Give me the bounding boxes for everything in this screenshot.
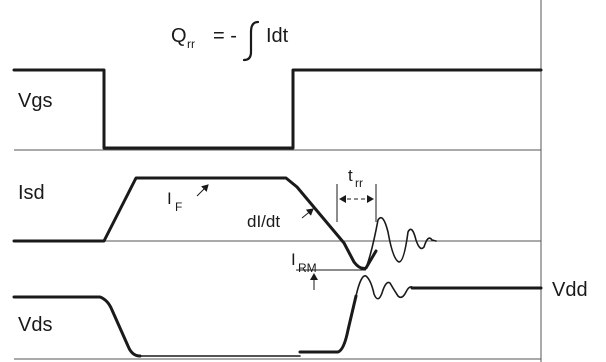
formula-q-subscript: rr [187, 37, 195, 51]
integral-icon [242, 20, 260, 62]
vds-ringing [355, 275, 413, 300]
formula-equals: = - [213, 25, 237, 47]
trr-label: t [348, 166, 353, 185]
vds-waveform-rise [298, 294, 358, 354]
isd-waveform [12, 176, 378, 270]
vgs-label: Vgs [18, 90, 52, 112]
vgs-waveform [12, 68, 543, 150]
isd-ringing [365, 216, 437, 269]
vds-label: Vds [18, 314, 52, 336]
irm-label: I [291, 250, 296, 269]
if-subscript: F [175, 200, 182, 214]
if-arrow [196, 184, 209, 197]
formula-integrand: Idt [266, 25, 289, 47]
if-label: I [167, 189, 172, 208]
didt-label: dI/dt [247, 212, 280, 231]
vdd-label: Vdd [552, 279, 588, 301]
trr-subscript: rr [355, 176, 363, 190]
vds-waveform-pre [12, 295, 142, 358]
isd-label: Isd [18, 182, 45, 204]
irm-subscript: RM [298, 261, 317, 275]
didt-arrow [301, 208, 314, 219]
formula-q: Q [171, 25, 187, 47]
